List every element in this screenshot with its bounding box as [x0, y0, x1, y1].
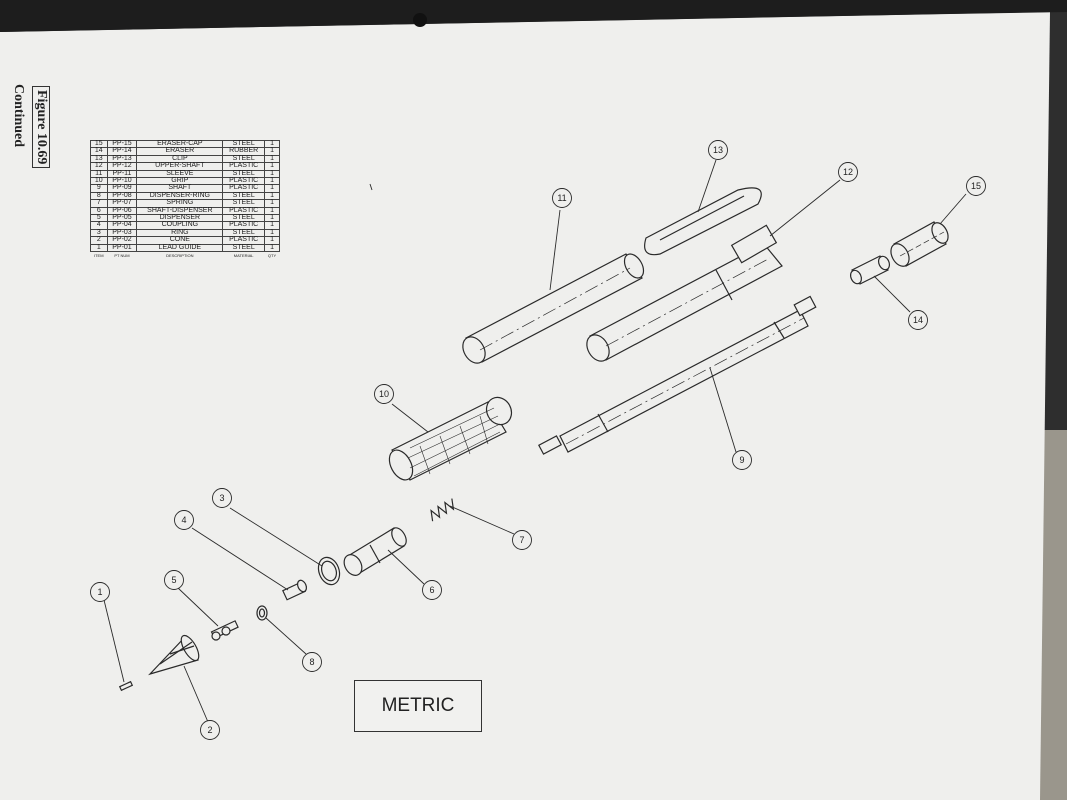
- parts-cell-qty: 1: [264, 162, 280, 171]
- callout-1: 1: [90, 582, 110, 602]
- part-shaft: [538, 295, 817, 455]
- callout-10: 10: [374, 384, 394, 404]
- part-lead-guide: [118, 680, 134, 692]
- callout-9: 9: [732, 450, 752, 470]
- callout-number: 6: [429, 585, 434, 595]
- part-clip: [644, 187, 762, 256]
- parts-header-cell: ITEM: [93, 253, 104, 259]
- callout-13: 13: [708, 140, 728, 160]
- parts-cell-desc: UPPER-SHAFT: [136, 162, 224, 171]
- part-cone: [148, 634, 200, 676]
- part-shaft-dispenser: [343, 527, 407, 576]
- parts-table-header: ITEM PT NUM DESCRIPTION MATERIAL QTY: [91, 252, 280, 260]
- part-dispenser: [210, 620, 239, 641]
- callout-3: 3: [212, 488, 232, 508]
- callout-number: 15: [971, 181, 981, 191]
- callout-2: 2: [200, 720, 220, 740]
- part-spring: [430, 498, 455, 522]
- parts-cell-mat: STEEL: [222, 243, 266, 253]
- figure-label: Figure 10.69: [32, 86, 50, 169]
- parts-header-cell: DESCRIPTION: [166, 253, 194, 259]
- part-grip: [388, 396, 513, 481]
- callout-number: 10: [379, 389, 389, 399]
- callout-number: 12: [843, 167, 853, 177]
- callout-number: 7: [519, 535, 524, 545]
- callout-number: 9: [739, 455, 744, 465]
- parts-cell-mat: PLASTIC: [222, 162, 266, 171]
- callout-number: 3: [219, 493, 224, 503]
- callout-11: 11: [552, 188, 572, 208]
- callout-number: 5: [171, 575, 176, 585]
- callout-6: 6: [422, 580, 442, 600]
- part-eraser: [849, 255, 891, 285]
- callout-7: 7: [512, 530, 532, 550]
- part-eraser-cap: [890, 221, 949, 267]
- part-sleeve: [462, 253, 645, 364]
- leader-lines: [103, 159, 967, 723]
- callout-number: 2: [207, 725, 212, 735]
- callout-8: 8: [302, 652, 322, 672]
- parts-cell-item: 12: [90, 162, 108, 171]
- callout-12: 12: [838, 162, 858, 182]
- callout-number: 8: [309, 657, 314, 667]
- paper-sheet: [0, 12, 1050, 800]
- callout-number: 11: [557, 193, 566, 203]
- part-upper-shaft: [586, 224, 783, 362]
- part-coupling: [282, 579, 308, 601]
- parts-cell-desc: LEAD GUIDE: [136, 243, 224, 253]
- callout-15: 15: [966, 176, 986, 196]
- callout-14: 14: [908, 310, 928, 330]
- callout-5: 5: [164, 570, 184, 590]
- part-dispenser-ring: [256, 605, 268, 621]
- parts-header-cell: MATERIAL: [233, 253, 254, 259]
- parts-cell-pt: PP-01: [106, 243, 138, 253]
- callout-4: 4: [174, 510, 194, 530]
- parts-cell-pt: PP-12: [106, 162, 138, 171]
- parts-header-cell: QTY: [267, 253, 277, 259]
- callout-number: 1: [97, 587, 102, 597]
- part-ring: [317, 556, 341, 586]
- parts-cell-item: 1: [90, 243, 108, 253]
- units-label: METRIC: [354, 680, 482, 732]
- parts-header-cell: PT NUM: [114, 253, 130, 259]
- callout-number: 4: [181, 515, 186, 525]
- callout-number: 14: [913, 315, 923, 325]
- parts-cell-qty: 1: [264, 243, 280, 253]
- figure-sublabel: Continued: [11, 84, 26, 148]
- callout-number: 13: [713, 145, 723, 155]
